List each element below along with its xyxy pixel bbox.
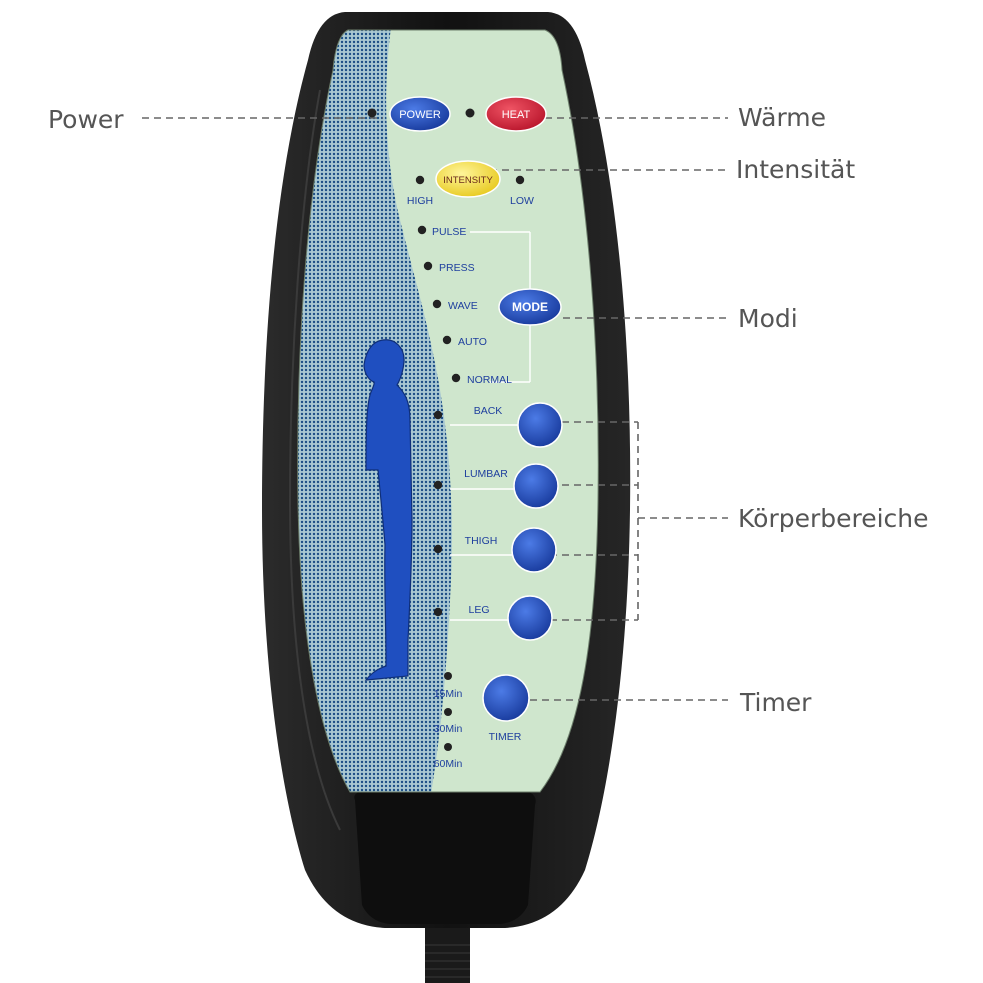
timer-30-label: 30Min [434,723,463,735]
pulse-led [417,225,427,235]
mode-press-label: PRESS [439,262,475,274]
zone-lumbar-label: LUMBAR [464,468,508,480]
intensity-button[interactable]: INTENSITY [435,160,501,198]
timer-60-led [444,743,452,751]
high-led [415,175,425,185]
mode-pulse-label: PULSE [432,226,466,238]
callout-timer: Timer [740,688,812,717]
timer-button[interactable] [482,674,530,722]
timer-15-label: 15Min [434,688,463,700]
callout-body-zones: Körperbereiche [738,504,929,533]
heat-led [465,108,475,118]
mode-normal-label: NORMAL [467,374,512,386]
timer-30-led [444,708,452,716]
timer-60-label: 60Min [434,758,463,770]
zone-thigh-label: THIGH [465,535,498,547]
body-figure [363,339,413,681]
back-button[interactable] [517,402,563,448]
lumbar-led [433,480,443,490]
intensity-button-label: INTENSITY [443,175,493,186]
heat-button[interactable]: HEAT [485,96,547,132]
back-led [433,410,443,420]
callout-power: Power [48,105,124,134]
thigh-button[interactable] [511,527,557,573]
high-label: HIGH [407,195,433,207]
thigh-led [433,544,443,554]
low-led [515,175,525,185]
mode-auto-label: AUTO [458,336,487,348]
power-led [367,108,377,118]
callout-intensity: Intensität [736,155,856,184]
shell-bottom-cap [354,788,536,924]
power-button[interactable]: POWER [389,96,451,132]
mode-button-label: MODE [512,300,548,314]
timer-label: TIMER [489,731,522,743]
mode-button[interactable]: MODE [498,288,562,326]
press-led [423,261,433,271]
mode-wave-label: WAVE [448,300,478,312]
callout-mode: Modi [738,304,798,333]
auto-led [442,335,452,345]
wave-led [432,299,442,309]
leg-led [433,607,443,617]
normal-led [451,373,461,383]
zone-back-label: BACK [474,405,503,417]
lumbar-button[interactable] [513,463,559,509]
timer-15-led [444,672,452,680]
power-button-label: POWER [399,109,441,121]
leg-button[interactable] [507,595,553,641]
callout-heat: Wärme [738,103,827,132]
low-label: LOW [510,195,534,207]
heat-button-label: HEAT [502,109,531,121]
zone-leg-label: LEG [468,604,489,616]
